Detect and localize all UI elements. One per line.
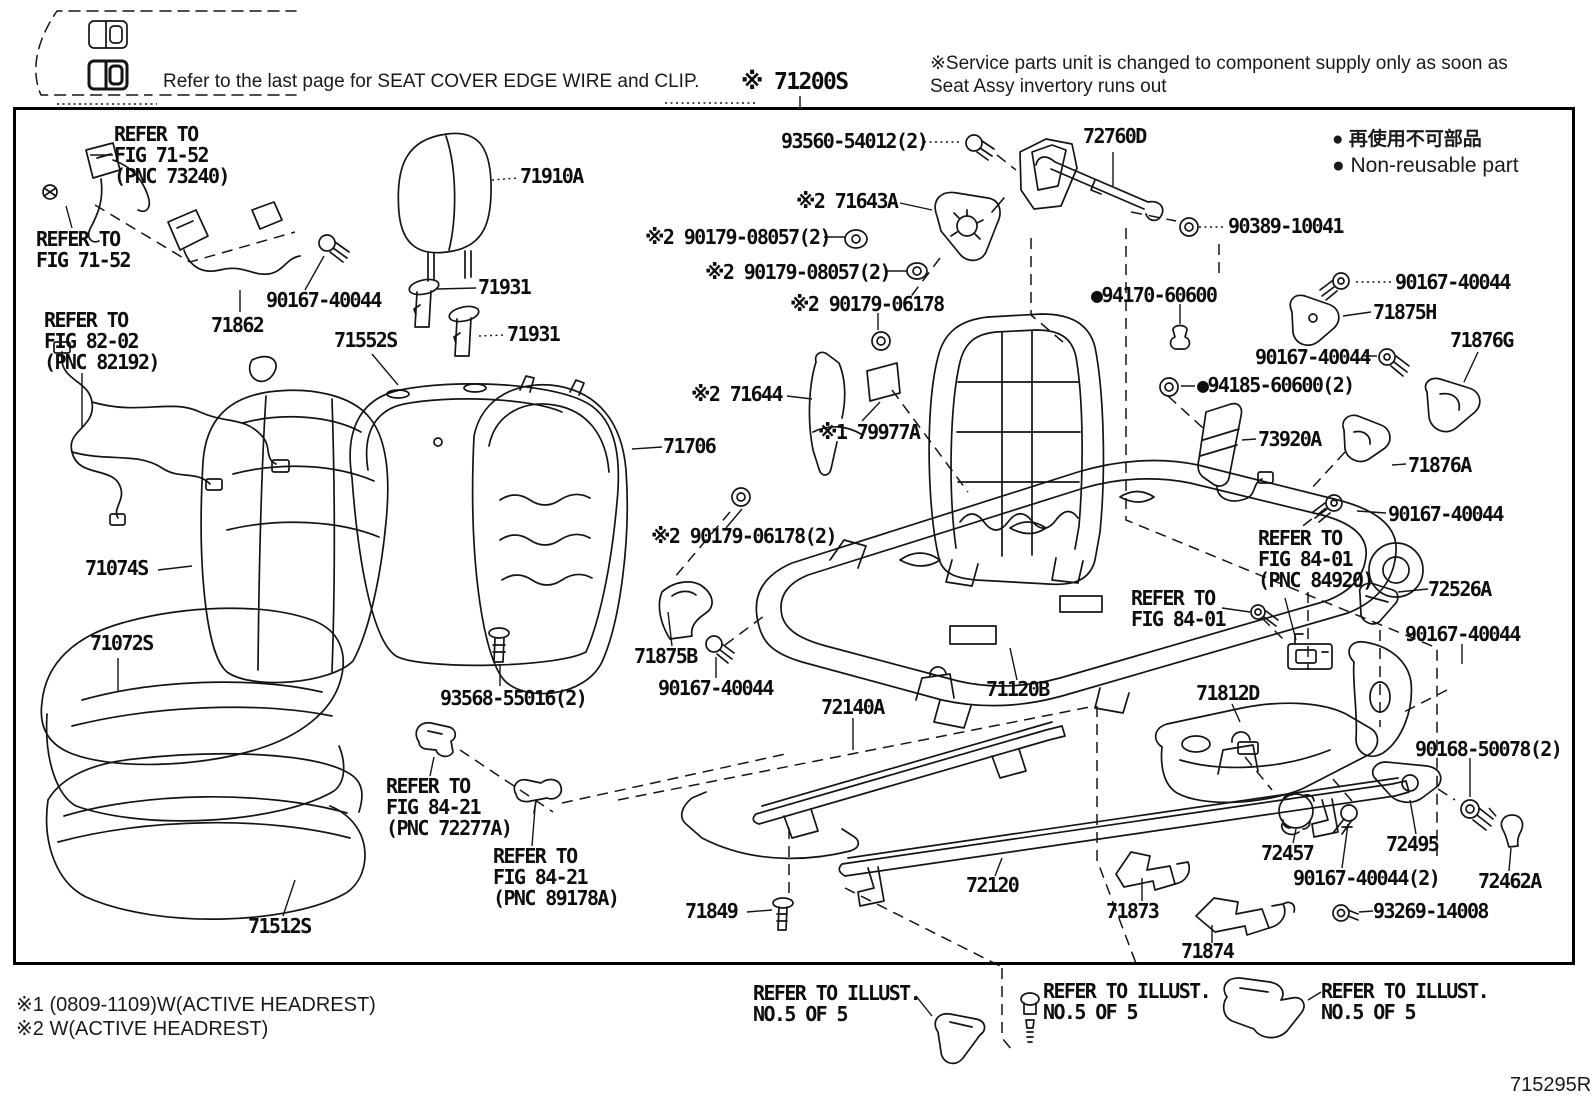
part-label-p94170-60600: ●94170-60600 [1091,283,1218,307]
part-label-p71873: 71873 [1106,899,1160,923]
part-label-p90179-06178-2: ※2 90179-06178(2) [651,524,838,548]
part-label-p93560-54012: 93560-54012(2) [781,129,929,153]
part-label-p71120B: 71120B [986,677,1050,701]
part-label-p90389-10041: 90389-10041 [1228,214,1344,238]
part-label-p93269-14008: 93269-14008 [1373,899,1489,923]
part-label-p71876G: 71876G [1450,328,1514,352]
part-label-p71552S: 71552S [334,328,398,352]
front-seat-icon [87,59,129,91]
part-label-p90167-40044-tr: 90167-40044 [1395,270,1511,294]
part-label-p72462A: 72462A [1478,869,1542,893]
nut-fasteners-art [731,217,1199,507]
slide-rail-inner-art [752,666,1066,839]
part-label-p71512S: 71512S [248,914,312,938]
lumbar-art [808,351,901,476]
part-label-p90168-50078: 90168-50078(2) [1415,737,1563,761]
service-note-line2: Seat Assy invertory runs out [930,76,1167,97]
part-label-p72495: 72495 [1386,832,1440,856]
part-label-p71812D: 71812D [1196,681,1260,705]
footnote-2: ※2 W(ACTIVE HEADREST) [16,1018,269,1040]
service-note-line1: ※Service parts unit is changed to compon… [930,53,1508,74]
right-side-parts-art [1115,272,1524,936]
part-label-p71643A: ※2 71643A [796,189,899,213]
dotted-leader-lines [478,141,1393,337]
legend-en: ● Non-reusable part [1332,154,1519,177]
part-label-p72140A: 72140A [821,695,885,719]
part-label-p71931-1: 71931 [478,275,532,299]
part-label-p72760D: 72760D [1083,124,1147,148]
part-label-refer-illust-1: REFER TO ILLUST.NO.5 OF 5 [753,981,922,1026]
seatback-frame-art [928,313,1105,587]
part-label-p71074S: 71074S [85,556,149,580]
part-label-p72457: 72457 [1261,841,1315,865]
part-label-assy-71200S: ※ 71200S [741,69,849,95]
part-label-p73920A: 73920A [1258,427,1322,451]
part-label-p90167-40044-rc: 90167-40044 [1405,622,1521,646]
headrest-art [397,132,492,282]
part-label-p71644: ※2 71644 [691,382,784,406]
slide-rail-outer-art [838,731,1410,907]
motor-rod-art [965,134,1164,222]
part-label-p90167-40044-ul: 90167-40044 [266,288,382,312]
part-label-refer-illust-3: REFER TO ILLUST.NO.5 OF 5 [1321,979,1490,1024]
part-label-p71875B: 71875B [634,644,698,668]
wire-harness-art [53,341,290,526]
part-label-p90179-08057-1: ※2 90179-08057(2) [645,225,832,249]
recliner-art [934,191,1005,262]
buckle-71862-art [167,201,350,276]
center-clips-art [415,627,563,814]
bracket-71875B-art [658,581,735,664]
seatback-board-art [471,375,629,695]
header-note: Refer to the last page for SEAT COVER ED… [163,71,700,92]
part-label-p90179-06178-1: ※2 90179-06178 [790,292,945,316]
wire-71849-art [680,791,860,931]
part-label-refer-illust-2: REFER TO ILLUST.NO.5 OF 5 [1043,979,1212,1024]
part-label-p71931-2: 71931 [507,322,561,346]
cushion-cover-art [40,607,345,822]
seatback-pad-art [349,383,620,667]
border-tick-marks [57,102,757,105]
part-label-p71072S: 71072S [90,631,154,655]
part-label-p71862: 71862 [211,313,265,337]
cushion-lower-art [45,753,366,920]
part-label-p93568-55016: 93568-55016(2) [440,686,588,710]
part-label-p72526A: 72526A [1428,577,1492,601]
part-label-p71876A: 71876A [1408,453,1472,477]
part-label-p90167-40044-x2: 90167-40044(2) [1293,866,1441,890]
legend-jp: ● 再使用不可部品 [1332,129,1482,150]
seatback-cover-art [200,389,389,684]
cushion-frame-art [755,459,1424,729]
part-label-p71910A: 71910A [520,164,584,188]
part-label-p71706: 71706 [663,434,717,458]
part-label-p71874: 71874 [1181,939,1235,963]
part-label-p71875H: 71875H [1373,300,1437,324]
part-label-p90167-40044-cb: 90167-40044 [658,676,774,700]
part-label-p71849: 71849 [685,899,739,923]
rear-seat-icon [88,20,128,49]
part-label-p90167-40044-r3: 90167-40044 [1388,502,1504,526]
bottom-clips-art [934,977,1305,1065]
dashed-construction-lines [94,154,1502,1051]
footnote-1: ※1 (0809-1109)W(ACTIVE HEADREST) [16,994,376,1016]
doc-number: 715295R [1510,1074,1592,1096]
part-label-p79977A: ※1 79977A [818,420,921,444]
headrest-support-art [408,278,480,357]
diagram-frame-border [13,107,1575,965]
car-location-icon [35,10,297,96]
part-label-p90167-40044-mid: 90167-40044 [1255,345,1371,369]
part-label-p94185-60600: ●94185-60600(2) [1197,373,1355,397]
part-label-p72120: 72120 [966,873,1020,897]
leader-lines [65,96,1512,1017]
part-label-p90179-08057-2: ※2 90179-08057(2) [705,260,892,284]
